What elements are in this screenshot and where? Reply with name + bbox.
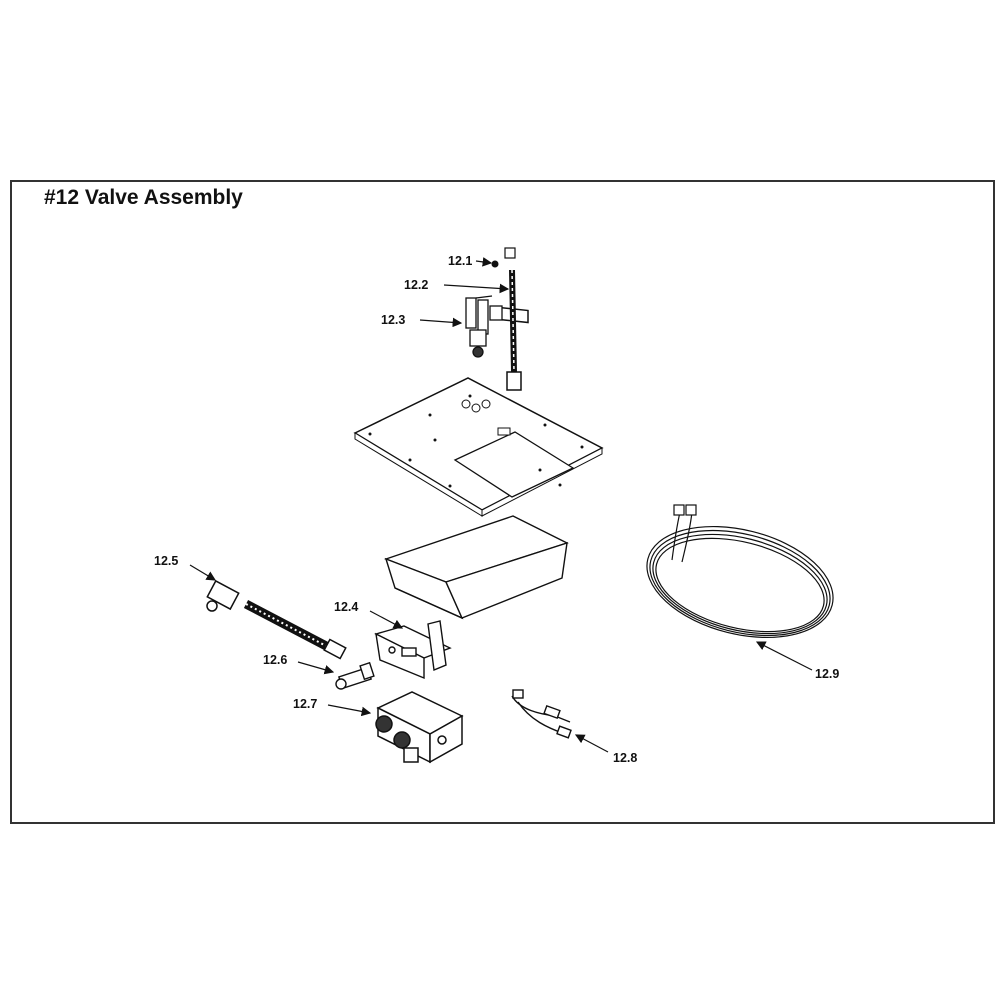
callout-12-2: 12.2 [404, 278, 510, 294]
callout-12-8: 12.8 [574, 734, 637, 765]
diagram-title: #12 Valve Assembly [44, 186, 243, 209]
svg-text:12.9: 12.9 [815, 667, 839, 681]
svg-text:12.1: 12.1 [448, 254, 472, 268]
callout-12-5: 12.5 [154, 554, 217, 581]
callout-12-7: 12.7 [293, 697, 372, 717]
svg-text:12.3: 12.3 [381, 313, 405, 327]
callout-12-3: 12.3 [381, 313, 463, 328]
part-12-7-gas-valve [375, 691, 464, 764]
callout-12-4: 12.4 [334, 600, 404, 629]
part-12-4-bracket [374, 620, 452, 680]
svg-text:12.8: 12.8 [613, 751, 637, 765]
part-12-5-flex-line [206, 579, 347, 660]
callout-12-9: 12.9 [755, 641, 839, 681]
callout-12-6: 12.6 [263, 653, 335, 675]
part-12-6-fitting [335, 661, 375, 690]
part-12-2-pipe [499, 247, 529, 391]
svg-text:12.4: 12.4 [334, 600, 358, 614]
part-tray [383, 515, 569, 620]
part-12-1-nut [491, 260, 499, 268]
part-top-plate [353, 377, 604, 517]
svg-text:12.6: 12.6 [263, 653, 287, 667]
svg-text:12.2: 12.2 [404, 278, 428, 292]
part-12-9-wire-coil [646, 504, 834, 639]
svg-text:12.5: 12.5 [154, 554, 178, 568]
diagram-frame [10, 180, 995, 824]
part-12-3-pilot [465, 295, 503, 358]
callout-12-1: 12.1 [448, 254, 493, 268]
part-12-8-wire-harness [511, 689, 572, 739]
svg-text:12.7: 12.7 [293, 697, 317, 711]
